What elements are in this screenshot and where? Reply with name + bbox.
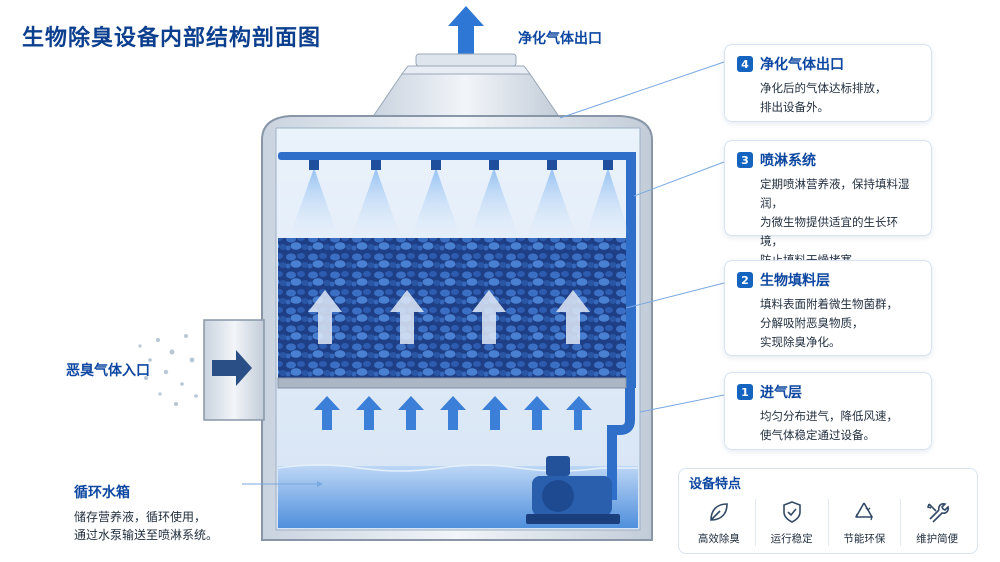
callout-leaders [242, 61, 725, 487]
shield-check-icon [782, 501, 801, 523]
outlet-label: 净化气体出口 [518, 31, 602, 47]
callout-title: 喷淋系统 [760, 153, 816, 169]
callout-desc-line: 填料表面附着微生物菌群， [760, 297, 898, 311]
wrench-icon [927, 503, 950, 523]
page-title: 生物除臭设备内部结构剖面图 [22, 26, 322, 51]
media-up-arrows [308, 290, 590, 344]
recycle-icon [855, 502, 874, 521]
feature-efficient-deodorization: 高效除臭 [683, 499, 756, 546]
callout-desc-line: 为微生物提供适宜的生长环境， [760, 215, 898, 248]
callout-desc-line: 使气体稳定通过设备。 [760, 428, 875, 442]
callout-desc-line: 分解吸附恶臭物质， [760, 316, 864, 330]
callout-title: 生物填料层 [760, 273, 830, 289]
feature-label: 运行稳定 [770, 533, 813, 545]
inlet-label: 恶臭气体入口 [66, 363, 150, 379]
callout-outlet: 4 净化气体出口 净化后的气体达标排放， 排出设备外。 [724, 44, 932, 122]
callout-desc-line: 排出设备外。 [760, 100, 829, 114]
water-tank-title: 循环水箱 [74, 485, 130, 501]
feature-label: 维护简便 [916, 533, 959, 545]
outlet-hood [371, 53, 561, 119]
feature-label: 节能环保 [843, 533, 886, 545]
features-panel: 设备特点 高效除臭 运行稳定 节能环保 维护简便 [678, 468, 978, 554]
feature-energy-saving: 节能环保 [829, 499, 902, 546]
spray-header-pipe [278, 152, 636, 388]
water-tank-desc-1: 储存营养液，循环使用， [74, 510, 207, 524]
callout-spray-system: 3 喷淋系统 定期喷淋营养液，保持填料湿润， 为微生物提供适宜的生长环境， 防止… [724, 140, 932, 267]
feature-easy-maintenance: 维护简便 [901, 499, 973, 546]
callout-intake-layer: 1 进气层 均匀分布进气，降低风速， 使气体稳定通过设备。 [724, 372, 932, 450]
odor-particles [138, 334, 198, 406]
callout-desc-line: 实现除臭净化。 [760, 335, 841, 349]
features-title: 设备特点 [689, 477, 742, 492]
intake-arrows [314, 396, 592, 430]
callout-desc-line: 均匀分布进气，降低风速， [760, 409, 898, 423]
callout-number: 2 [737, 272, 753, 288]
callout-bio-media: 2 生物填料层 填料表面附着微生物菌群， 分解吸附恶臭物质， 实现除臭净化。 [724, 260, 932, 356]
callout-number: 4 [737, 56, 753, 72]
circulation-pump [526, 388, 635, 524]
outlet-arrow [448, 6, 484, 54]
support-grid [277, 377, 627, 389]
inlet-duct [203, 319, 265, 421]
feature-stable-operation: 运行稳定 [756, 499, 829, 546]
feature-label: 高效除臭 [697, 533, 740, 545]
leaf-icon [710, 503, 728, 521]
callout-number: 3 [737, 152, 753, 168]
water-tank-desc-2: 通过水泵输送至喷淋系统。 [74, 528, 219, 542]
water-tank-label: 循环水箱 储存营养液，循环使用， 通过水泵输送至喷淋系统。 [74, 482, 218, 544]
spray-nozzles [290, 160, 630, 236]
callout-title: 进气层 [760, 385, 802, 401]
callout-desc-line: 净化后的气体达标排放， [760, 81, 887, 95]
callout-title: 净化气体出口 [760, 57, 844, 73]
callout-number: 1 [737, 384, 753, 400]
callout-desc-line: 定期喷淋营养液，保持填料湿润， [760, 177, 910, 210]
